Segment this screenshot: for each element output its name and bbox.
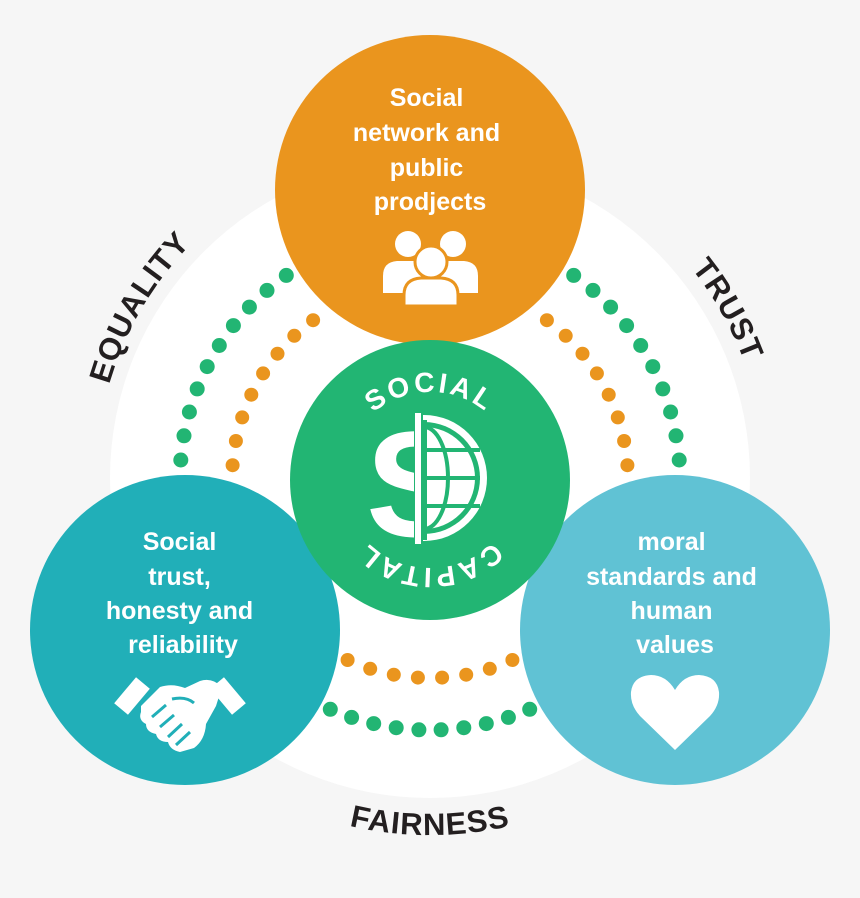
label-line: prodjects <box>374 188 487 216</box>
node-social-trust: Social trust, honesty and reliability <box>30 475 340 785</box>
label-line: reliability <box>128 631 238 659</box>
node-social-network-circle <box>275 35 585 345</box>
dollar-globe-icon: S <box>366 400 487 568</box>
label-line: moral <box>637 528 705 556</box>
heart-icon <box>630 675 720 750</box>
label-line: trust, <box>148 563 211 591</box>
label-line: standards and <box>586 563 757 591</box>
label-line: human <box>631 597 713 625</box>
svg-text:S: S <box>366 400 466 568</box>
label-line: Social <box>390 84 464 112</box>
label-line: honesty and <box>106 597 253 625</box>
center-social-capital: SOCIAL CAPITAL S <box>290 340 570 620</box>
label-line: Social <box>143 528 217 556</box>
orange-dotted-arc <box>225 313 635 685</box>
handshake-icon <box>114 677 246 752</box>
node-moral-standards: moral standards and human values <box>520 475 830 785</box>
node-moral-standards-circle <box>520 475 830 785</box>
node-social-trust-label: Social trust, honesty and reliability <box>106 528 260 659</box>
node-social-network: Social network and public prodjects <box>275 35 585 345</box>
label-line: public <box>390 154 464 182</box>
green-dotted-arc <box>173 267 687 738</box>
people-group-icon <box>383 231 478 308</box>
node-social-network-label: Social network and public prodjects <box>353 84 507 216</box>
label-line: values <box>636 631 714 659</box>
node-social-trust-circle <box>30 475 340 785</box>
label-line: network and <box>353 119 500 147</box>
node-moral-standards-label: moral standards and human values <box>586 528 764 659</box>
